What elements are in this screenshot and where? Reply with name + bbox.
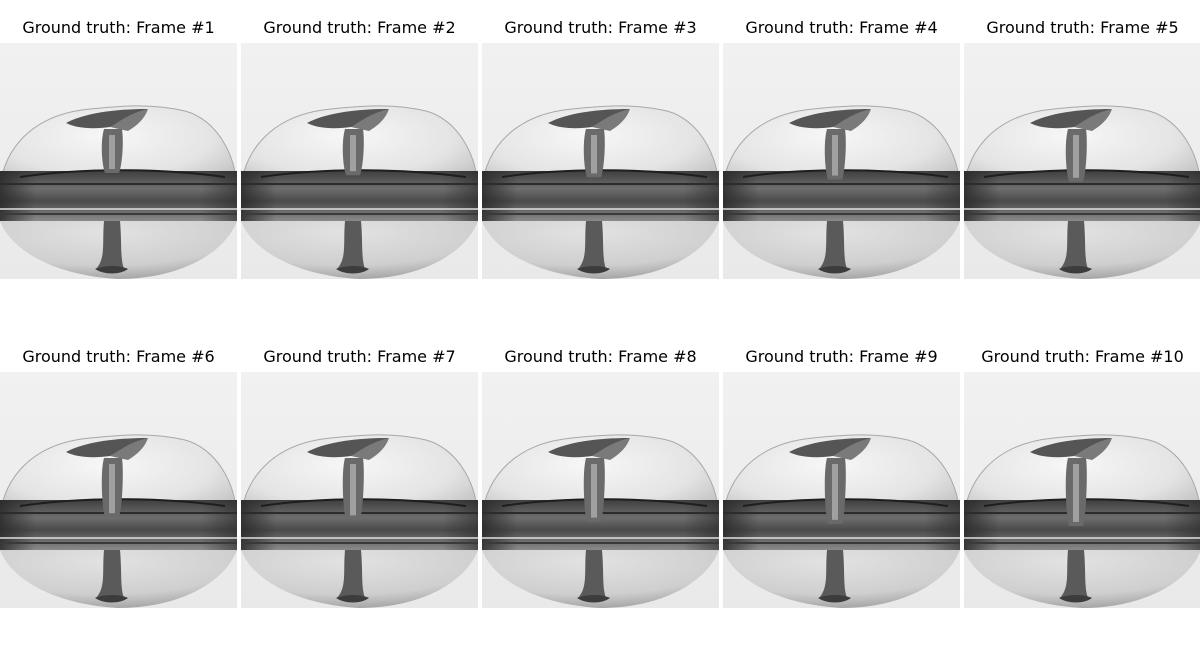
frame-title: Ground truth: Frame #2 [263, 18, 456, 37]
frame-title: Ground truth: Frame #3 [504, 18, 697, 37]
droplet-frame-image [964, 372, 1200, 608]
frame-panel: Ground truth: Frame #8 [482, 329, 719, 608]
droplet-frame-image [723, 43, 960, 279]
frame-panel: Ground truth: Frame #7 [241, 329, 478, 608]
frame-title: Ground truth: Frame #10 [981, 347, 1184, 366]
droplet-frame-image [241, 372, 478, 608]
frame-panel: Ground truth: Frame #3 [482, 0, 719, 279]
frame-title: Ground truth: Frame #8 [504, 347, 697, 366]
frame-panel: Ground truth: Frame #10 [964, 329, 1200, 608]
droplet-frame-image [482, 372, 719, 608]
droplet-frame-image [482, 43, 719, 279]
droplet-frame-image [241, 43, 478, 279]
frame-panel: Ground truth: Frame #4 [723, 0, 960, 279]
frame-panel: Ground truth: Frame #6 [0, 329, 237, 608]
frame-title: Ground truth: Frame #6 [22, 347, 215, 366]
droplet-frame-image [0, 372, 237, 608]
frame-panel: Ground truth: Frame #1 [0, 0, 237, 279]
droplet-frame-image [723, 372, 960, 608]
frame-title: Ground truth: Frame #1 [22, 18, 215, 37]
frame-panel: Ground truth: Frame #5 [964, 0, 1200, 279]
droplet-frame-image [964, 43, 1200, 279]
frame-title: Ground truth: Frame #9 [745, 347, 938, 366]
frame-panel: Ground truth: Frame #2 [241, 0, 478, 279]
droplet-frame-image [0, 43, 237, 279]
frame-title: Ground truth: Frame #4 [745, 18, 938, 37]
frame-title: Ground truth: Frame #7 [263, 347, 456, 366]
frame-title: Ground truth: Frame #5 [986, 18, 1179, 37]
frame-panel: Ground truth: Frame #9 [723, 329, 960, 608]
